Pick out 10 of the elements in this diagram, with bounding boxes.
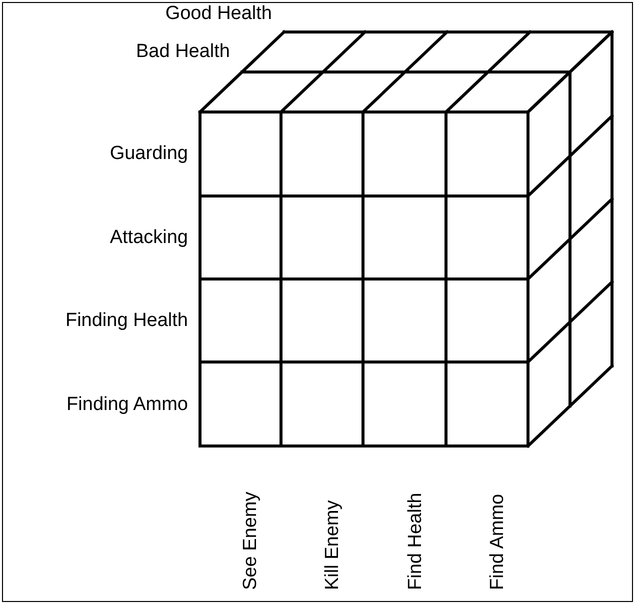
axis-label: Guarding — [110, 143, 188, 165]
axis-label: Find Health — [405, 492, 427, 590]
axis-label: Find Ammo — [487, 494, 509, 590]
axis-label: Attacking — [110, 227, 188, 249]
axis-label: Good Health — [165, 3, 272, 25]
axis-label: Kill Enemy — [322, 500, 344, 590]
axis-label: Finding Health — [65, 310, 188, 332]
axis-label: See Enemy — [240, 492, 262, 590]
axis-label: Bad Health — [136, 41, 230, 63]
axis-label: Finding Ammo — [66, 394, 188, 416]
